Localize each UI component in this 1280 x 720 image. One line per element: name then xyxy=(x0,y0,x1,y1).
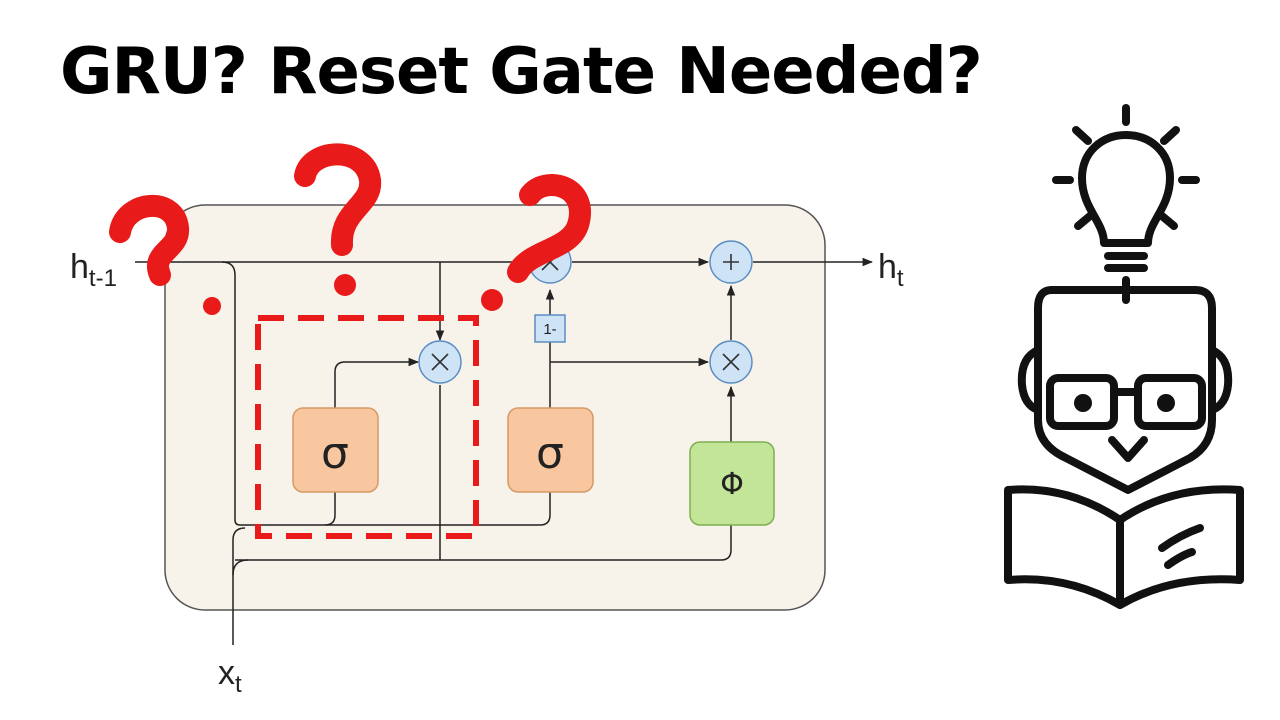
x-input-label: xt xyxy=(218,654,242,698)
page-title: GRU? Reset Gate Needed? xyxy=(60,35,983,109)
svg-text:σ: σ xyxy=(321,428,349,479)
lightbulb-icon xyxy=(1052,104,1200,304)
reading-professor-icon xyxy=(1004,286,1244,609)
question-mark-icon xyxy=(109,194,221,315)
professor-eyes xyxy=(1074,394,1175,412)
reset-multiply-op xyxy=(418,340,462,384)
svg-text:Φ: Φ xyxy=(720,467,744,502)
question-mark-icon xyxy=(294,143,382,296)
h-out-label: ht xyxy=(878,248,904,292)
svg-text:1-: 1- xyxy=(543,321,556,338)
add-op xyxy=(709,240,753,284)
wires xyxy=(135,257,874,645)
h-prev-label: ht-1 xyxy=(70,248,117,292)
svg-text:σ: σ xyxy=(536,428,564,479)
reset-gate: σ xyxy=(292,407,379,493)
reset-gate-highlight xyxy=(255,315,479,539)
update-gate: σ xyxy=(507,407,594,493)
candidate-gate: Φ xyxy=(689,441,775,526)
gru-cell-background xyxy=(164,204,826,611)
one-minus-box: 1- xyxy=(534,314,566,343)
question-mark-icon xyxy=(481,174,591,311)
right-multiply-op xyxy=(709,340,753,384)
